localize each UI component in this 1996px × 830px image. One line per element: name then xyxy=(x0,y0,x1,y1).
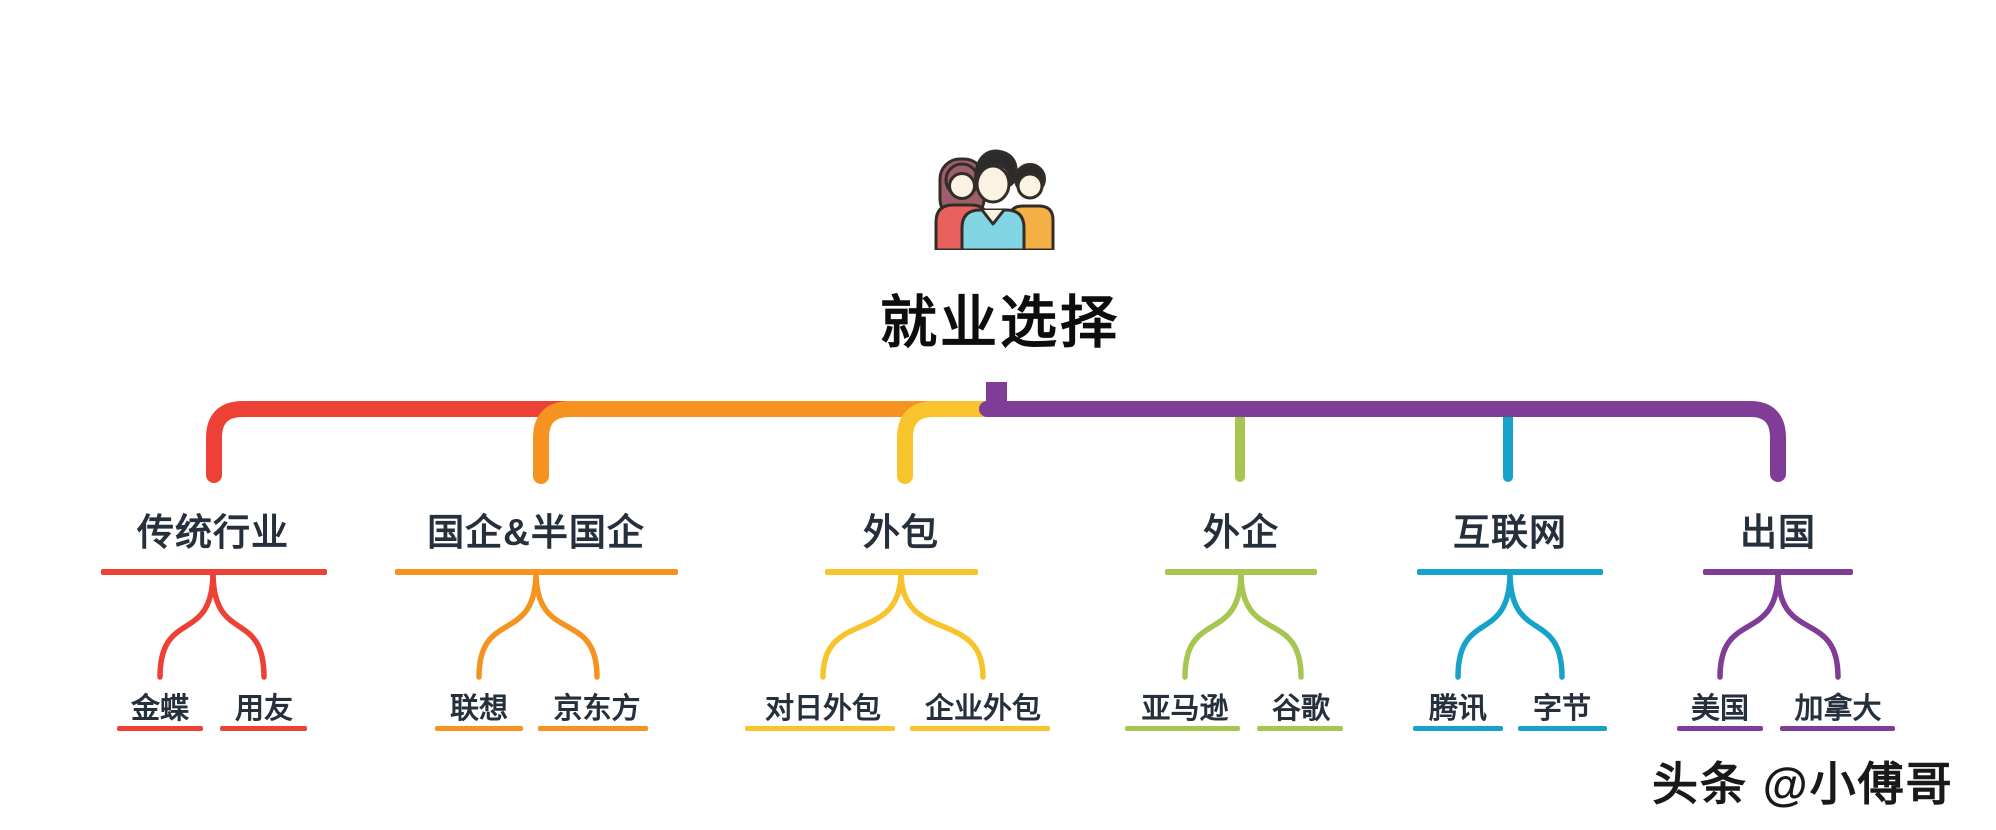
child-usa[interactable]: 美国 xyxy=(1690,693,1750,725)
branch-abroad[interactable]: 出国 xyxy=(1740,512,1816,553)
branch-foreign-company[interactable]: 外企 xyxy=(1203,512,1279,553)
child-yonyou[interactable]: 用友 xyxy=(234,693,294,725)
child-amazon[interactable]: 亚马逊 xyxy=(1141,693,1229,725)
branch-traditional-industry[interactable]: 传统行业 xyxy=(137,512,289,553)
child-canada[interactable]: 加拿大 xyxy=(1794,693,1882,725)
child-japan-outsourcing[interactable]: 对日外包 xyxy=(764,693,882,725)
child-bytedance[interactable]: 字节 xyxy=(1532,693,1592,725)
child-tencent[interactable]: 腾讯 xyxy=(1428,693,1488,725)
branch-outsourcing[interactable]: 外包 xyxy=(863,512,939,553)
child-boe[interactable]: 京东方 xyxy=(553,693,641,725)
branch-state-owned[interactable]: 国企&半国企 xyxy=(427,512,645,553)
central-topic[interactable]: 就业选择 xyxy=(880,291,1120,355)
people-group-icon xyxy=(934,149,1055,250)
child-lenovo[interactable]: 联想 xyxy=(449,693,509,725)
branch-internet[interactable]: 互联网 xyxy=(1453,512,1567,553)
child-enterprise-outsourcing[interactable]: 企业外包 xyxy=(924,693,1042,725)
watermark: 头条 @小傅哥 xyxy=(1652,758,1954,810)
child-kingdee[interactable]: 金蝶 xyxy=(130,693,190,725)
child-google[interactable]: 谷歌 xyxy=(1271,693,1331,725)
